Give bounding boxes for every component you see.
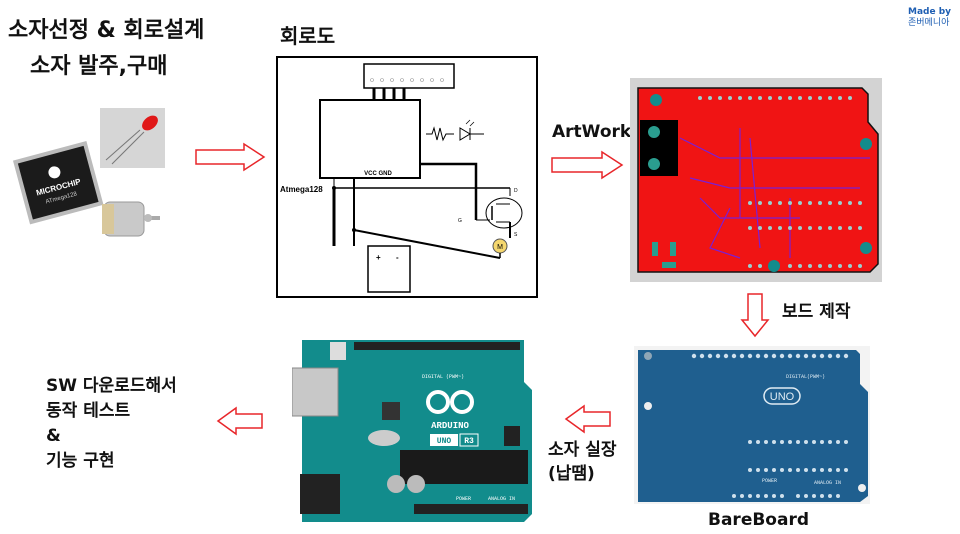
artwork-label: ArtWork (552, 122, 632, 142)
board-fab-label: 보드 제작 (782, 302, 851, 322)
test-label: SW 다운로드해서 동작 테스트 & 기능 구현 (46, 374, 177, 474)
mosfet-drain-label: D (514, 188, 518, 194)
arduino-logo-text: ARDUINO (431, 421, 469, 431)
schematic-chip-label: Atmega128 (280, 185, 323, 194)
schematic-title: 회로도 (280, 24, 336, 48)
arduino-digital-text: DIGITAL (PWM~) (422, 374, 464, 380)
arrow-right-1 (195, 142, 266, 172)
schematic-pins-label: VCC GND (364, 171, 392, 177)
schematic-diagram: VCC GND Atmega128 G D S M + (276, 56, 538, 298)
bare-analog-text: ANALOG IN (814, 480, 841, 486)
battery-minus: - (396, 253, 399, 262)
bare-digital-text: DIGITAL(PWM~) (786, 374, 825, 380)
credit: Made by 존버메니아 (908, 7, 951, 29)
arrow-right-2 (551, 150, 624, 180)
step-select-title: 소자선정 & 회로설계 (8, 18, 205, 43)
dc-motor-photo (102, 201, 160, 237)
arduino-uno-board: ARDUINO UNO R3 DIGITAL (PWM~) ANALOG IN … (292, 338, 532, 526)
pcb-artwork (630, 78, 882, 282)
bare-uno-text: UNO (770, 391, 795, 403)
arduino-power-text: POWER (456, 496, 471, 502)
test-label-line2: 동작 테스트 (46, 401, 131, 421)
mosfet-gate-label: G (458, 218, 462, 224)
assembly-label-1: 소자 실장 (548, 440, 617, 460)
credit-line2: 존버메니아 (908, 18, 950, 28)
arduino-analog-text: ANALOG IN (488, 496, 515, 502)
bare-board: UNO DIGITAL(PWM~) ANALOG IN POWER (634, 346, 870, 504)
assembly-label-2: (납땜) (548, 464, 595, 484)
test-label-line3: & (46, 426, 61, 446)
step-select-subtitle: 소자 발주,구매 (30, 54, 168, 79)
bare-power-text: POWER (762, 478, 777, 484)
battery-plus: + (376, 253, 381, 262)
components-image: MICROCHIP ATmega128 (10, 108, 200, 248)
arduino-rev: R3 (464, 437, 474, 446)
led-photo (100, 108, 165, 168)
bareboard-label: BareBoard (708, 510, 810, 530)
arrow-left-1 (564, 404, 611, 434)
arduino-model: UNO (437, 437, 452, 446)
credit-line1: Made by (908, 7, 952, 17)
mosfet-source-label: S (514, 232, 518, 238)
arrow-left-2 (216, 406, 263, 436)
microchip-ic: MICROCHIP ATmega128 (12, 140, 104, 225)
test-label-line4: 기능 구현 (46, 451, 115, 471)
arrow-down (740, 293, 770, 338)
motor-label: M (497, 244, 503, 251)
test-label-line1: SW 다운로드해서 (46, 376, 177, 396)
